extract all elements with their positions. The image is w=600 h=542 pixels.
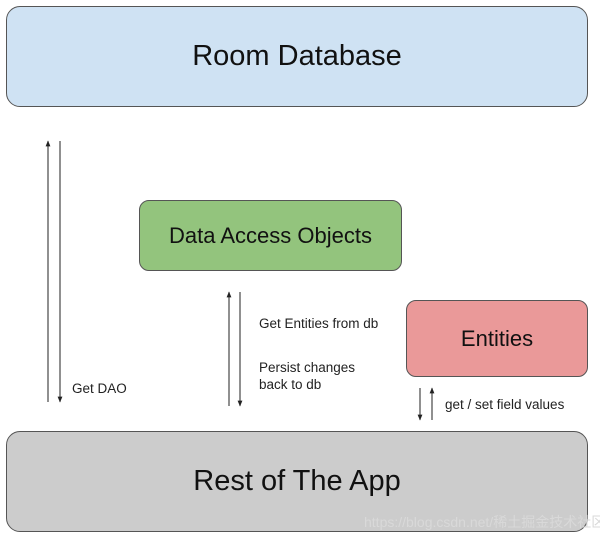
entities-box: Entities [406, 300, 588, 377]
entities-label: Entities [460, 325, 534, 351]
get-entities-label: Get Entities from db [259, 316, 379, 331]
room-database-label: Room Database [192, 40, 402, 72]
get-set-fields-label: get / set field values [445, 397, 565, 412]
data-access-objects-label: Data Access Objects [169, 222, 372, 248]
room-database-box: Room Database [6, 6, 588, 107]
persist-changes-label-line1: Persist changes [259, 360, 356, 375]
watermark: https://blog.csdn.net/稀土掘金技术社区 [364, 514, 600, 530]
rest-of-app-box: Rest of The App [6, 431, 588, 532]
data-access-objects-box: Data Access Objects [139, 200, 402, 271]
persist-changes-label-line2: back to db [259, 377, 322, 392]
get-dao-label: Get DAO [72, 381, 127, 396]
rest-of-app-label: Rest of The App [193, 465, 401, 497]
